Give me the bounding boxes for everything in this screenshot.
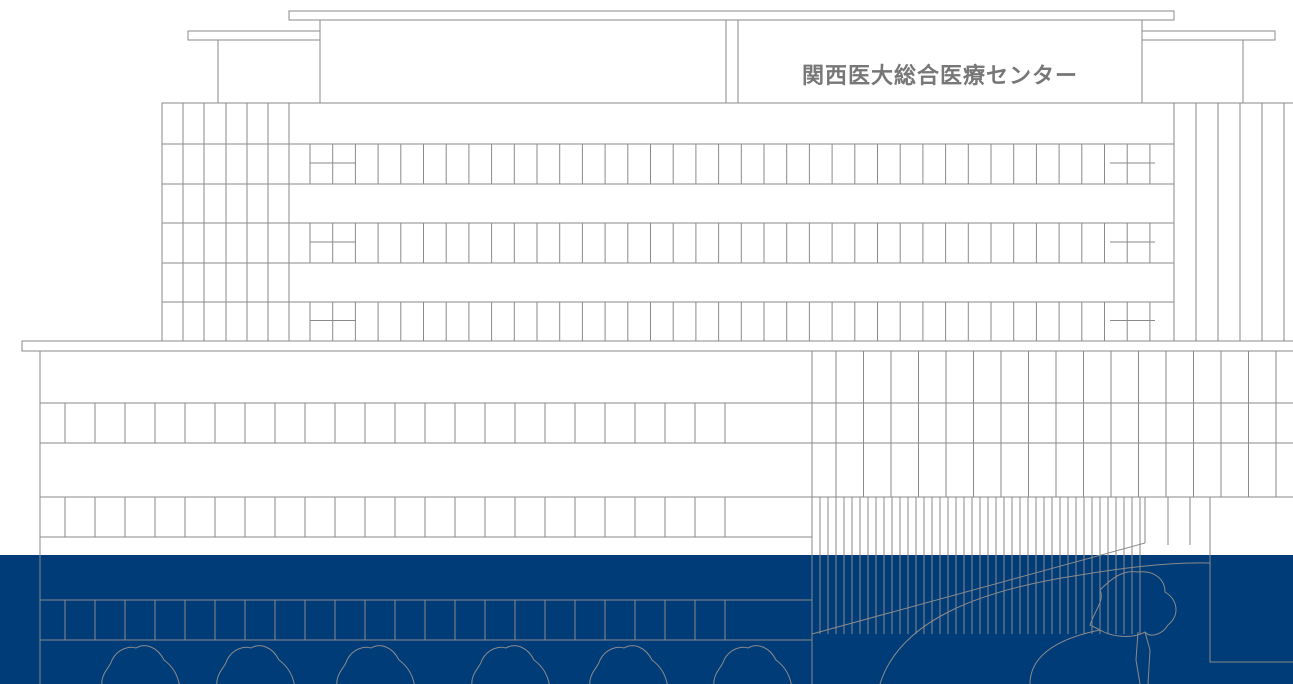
roof-cap: [288, 10, 1175, 21]
walkway-curve: [1029, 629, 1101, 684]
lower-left-block: [39, 350, 813, 684]
right-tower: [1173, 102, 1293, 342]
left-penthouse: [217, 39, 321, 104]
left-roof-ledge: [187, 30, 321, 41]
canopy-slab: [21, 340, 1293, 352]
upper-block: [161, 102, 1175, 342]
penthouse-joint: [725, 19, 739, 104]
right-penthouse: [1141, 39, 1244, 104]
canopy-tree: [471, 645, 550, 684]
canopy-tree: [101, 645, 180, 684]
entrance-tree-trunk: [1135, 631, 1151, 684]
canopy-tree: [336, 645, 415, 684]
driveway-curve: [879, 562, 1211, 684]
canopy-tree: [216, 645, 295, 684]
lobby-ramp-line: [811, 542, 1146, 635]
hospital-name-sign: 関西医大総合医療センター: [801, 64, 1078, 89]
lower-right-block: [811, 350, 1293, 684]
entrance-tree-crown: [1089, 571, 1177, 637]
canopy-tree: [713, 645, 792, 684]
penthouse-panel-left: [319, 19, 727, 104]
entrance-pavilion: [1209, 496, 1293, 663]
right-roof-ledge: [1141, 30, 1276, 41]
canopy-tree: [589, 645, 668, 684]
